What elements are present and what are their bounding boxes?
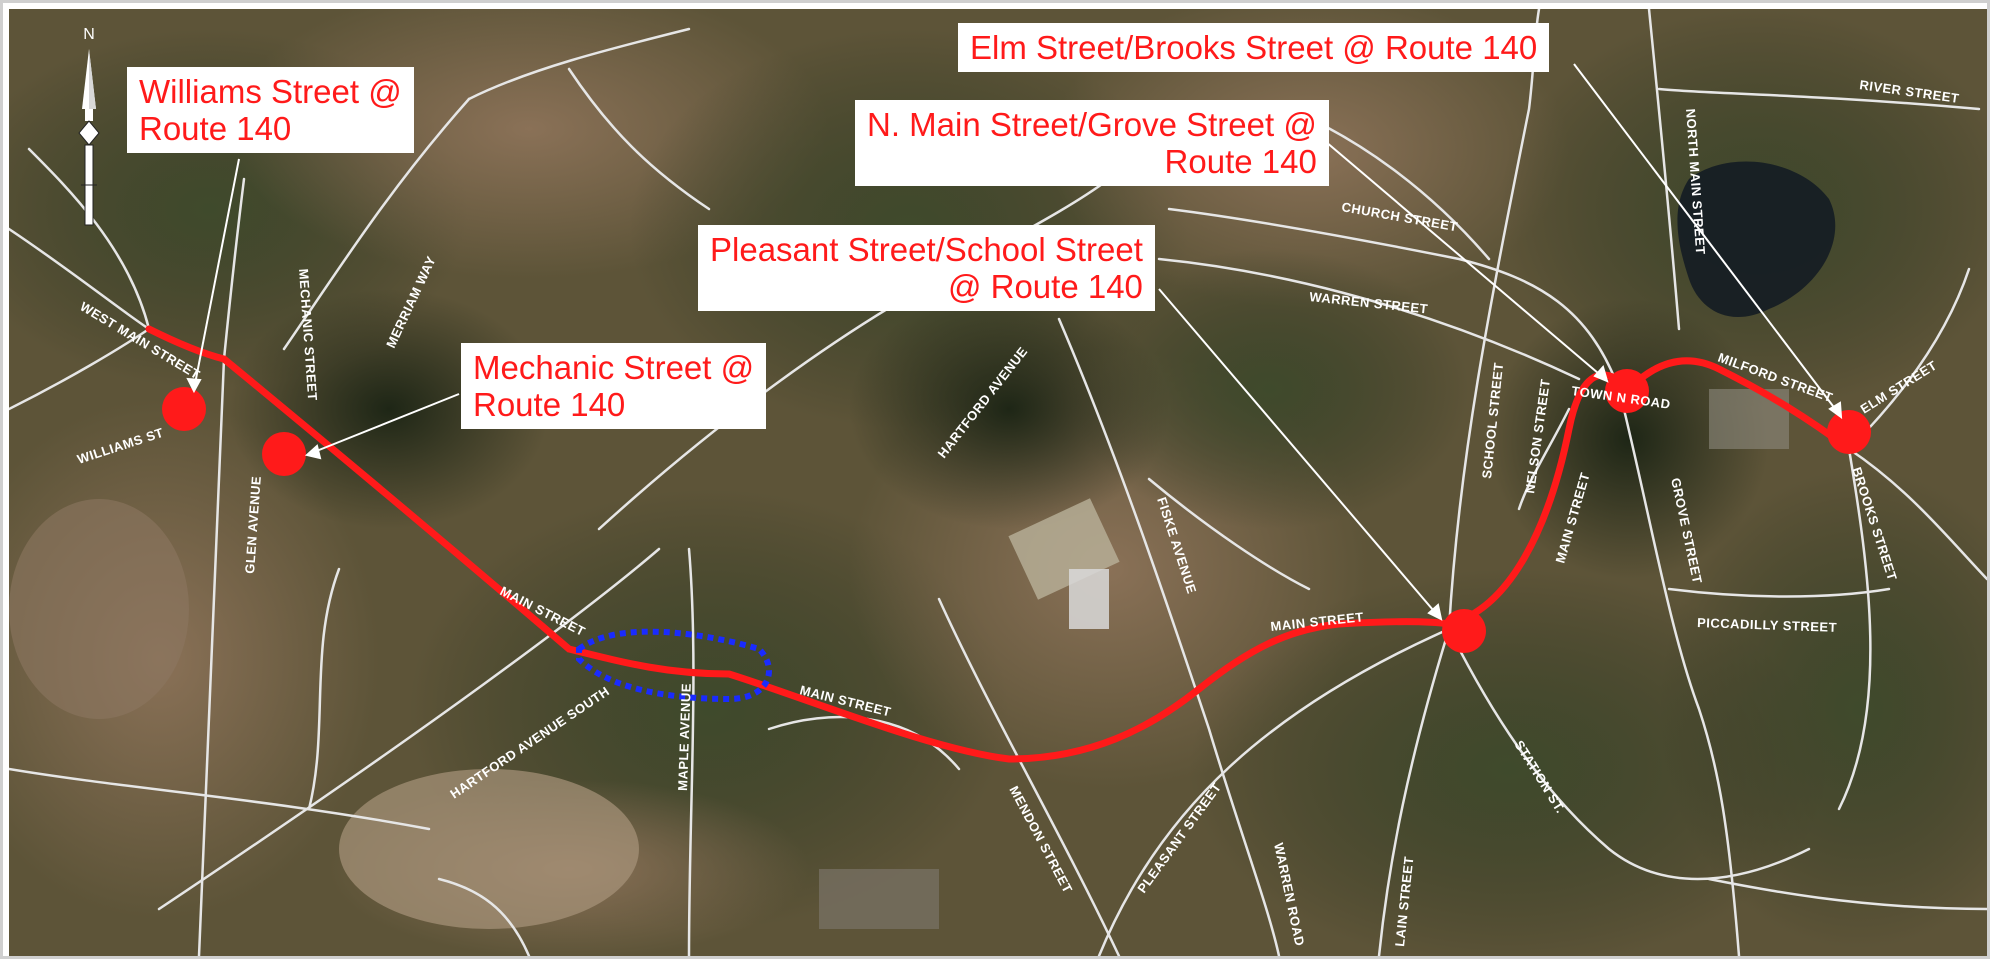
callout-line: N. Main Street/Grove Street @ — [867, 106, 1317, 143]
study-area-outline — [576, 628, 772, 703]
callout-elm: Elm Street/Brooks Street @ Route 140 — [958, 23, 1550, 72]
callout-line: Route 140 — [139, 110, 292, 147]
callout-line: Route 140 — [473, 386, 626, 423]
callout-line: Elm Street/Brooks Street @ Route 140 — [970, 29, 1538, 66]
callout-line: Route 140 — [1164, 143, 1317, 180]
nmain-intersection-marker[interactable] — [1605, 369, 1649, 413]
road-label: GLEN AVENUE — [242, 475, 264, 574]
callout-nmain: N. Main Street/Grove Street @ Route 140 — [855, 100, 1329, 186]
callout-leaders — [186, 63, 1843, 621]
elm-intersection-marker[interactable] — [1827, 410, 1871, 454]
north-label: N — [83, 26, 95, 43]
callout-line: Mechanic Street @ — [473, 349, 755, 386]
road-label: PICCADILLY STREET — [1697, 615, 1837, 635]
callout-line: @ Route 140 — [947, 268, 1143, 305]
callout-williams: Williams Street @ Route 140 — [127, 67, 414, 153]
road-label: MAPLE AVENUE — [675, 683, 694, 791]
callout-line: Williams Street @ — [139, 73, 402, 110]
pond — [1677, 161, 1836, 318]
callout-pleasant: Pleasant Street/School Street @ Route 14… — [698, 225, 1155, 311]
pleasant-intersection-marker[interactable] — [1442, 609, 1486, 653]
williams-intersection-marker[interactable] — [162, 387, 206, 431]
callout-line: Pleasant Street/School Street — [710, 231, 1143, 268]
road-network — [9, 9, 1987, 956]
north-arrow-icon: N — [78, 26, 100, 226]
callout-mechanic: Mechanic Street @ Route 140 — [461, 343, 767, 429]
mechanic-intersection-marker[interactable] — [262, 432, 306, 476]
